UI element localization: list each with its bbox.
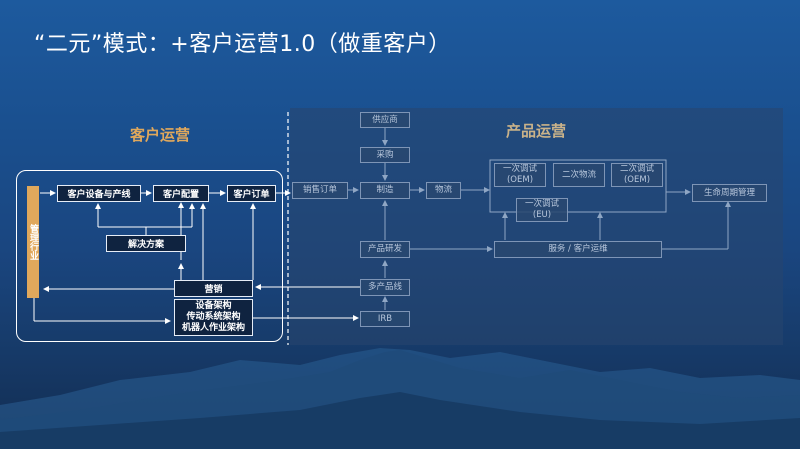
architecture-line-3: 机器人作业架构 <box>181 323 245 333</box>
debug-logistics-box: 二次物流 <box>553 163 605 187</box>
multi-product-line-box: 多产品线 <box>360 279 410 296</box>
customer-operations-frame <box>16 170 283 342</box>
manufacturing-box: 制造 <box>360 182 410 199</box>
debug-oem-2-box: 二次调试 (OEM) <box>611 163 663 187</box>
debug-eu-line-2: (EU) <box>532 210 552 220</box>
debug-oem-1-line-2: (OEM) <box>506 175 534 185</box>
procurement-box: 采购 <box>360 147 410 163</box>
marketing-box: 营销 <box>174 280 253 297</box>
lifecycle-management-box: 生命周期管理 <box>692 184 767 202</box>
product-rnd-box: 产品研发 <box>360 241 410 258</box>
debug-oem-1-line-1: 一次调试 <box>502 164 537 174</box>
debug-eu-box: 一次调试 (EU) <box>516 198 568 222</box>
service-operations-box: 服务 / 客户运维 <box>494 241 662 258</box>
solution-box: 解决方案 <box>106 235 186 252</box>
product-operations-heading: 产品运营 <box>506 122 567 140</box>
sales-order-box: 销售订单 <box>292 182 348 199</box>
customer-equipment-line-box: 客户设备与产线 <box>57 185 141 202</box>
architecture-line-1: 设备架构 <box>195 301 232 311</box>
logistics-box: 物流 <box>426 182 461 199</box>
architecture-box: 设备架构 传动系统架构 机器人作业架构 <box>174 299 253 336</box>
customer-operations-heading: 客户运营 <box>130 126 191 144</box>
debug-oem-1-box: 一次调试 (OEM) <box>494 163 546 187</box>
customer-order-box: 客户订单 <box>227 185 276 202</box>
debug-oem-2-line-1: 二次调试 <box>619 164 654 174</box>
irb-box: IRB <box>360 311 410 327</box>
management-industry-bar: 管理行业 <box>27 186 39 298</box>
supplier-box: 供应商 <box>360 112 410 128</box>
page-title: “二元”模式：+客户运营1.0（做重客户） <box>34 32 451 57</box>
debug-eu-line-1: 一次调试 <box>524 199 559 209</box>
debug-oem-2-line-2: (OEM) <box>623 175 651 185</box>
customer-config-box: 客户配置 <box>153 185 209 202</box>
architecture-line-2: 传动系统架构 <box>186 312 241 322</box>
